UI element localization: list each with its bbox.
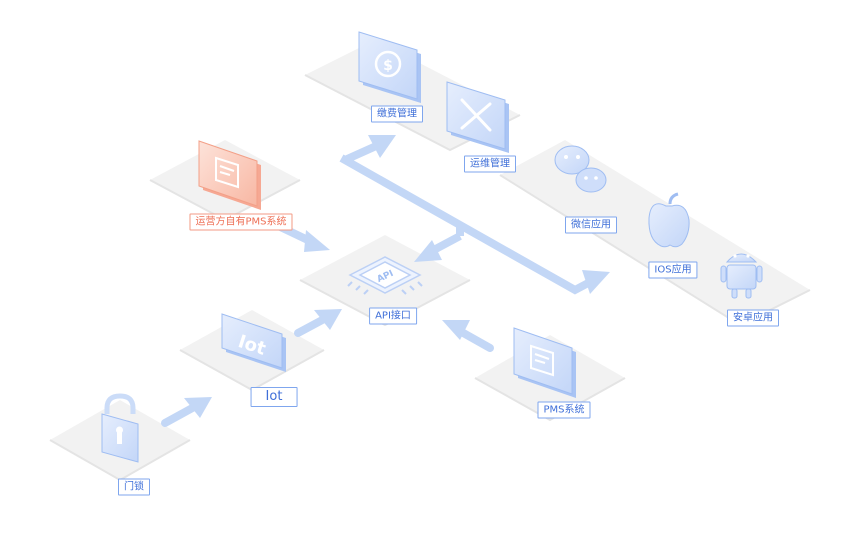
label-billing: 缴费管理 [371, 105, 423, 123]
pms-icon [513, 327, 576, 398]
billing-icon: $ [358, 31, 421, 103]
android-icon [720, 253, 763, 299]
arrow-iot-to-api [294, 309, 342, 337]
label-pms: PMS系统 [537, 401, 591, 419]
label-iot: Iot [250, 387, 298, 407]
label-api: API接口 [369, 307, 417, 325]
api-chip-icon: API [347, 256, 423, 295]
apple-icon [648, 192, 690, 248]
arrow-api-to-services [339, 135, 610, 295]
svg-text:$: $ [383, 58, 393, 74]
wrench-icon [446, 81, 509, 153]
label-maintenance: 运维管理 [464, 155, 516, 173]
wechat-icon [554, 145, 607, 193]
operator-pms-icon [198, 140, 261, 210]
lock-icon [101, 393, 139, 463]
arrow-lock-to-iot [161, 397, 212, 427]
label-operator-pms: 运营方自有PMS系统 [189, 213, 293, 231]
iot-icon: Iot [221, 313, 286, 372]
label-door-lock: 门锁 [118, 478, 150, 496]
label-wechat: 微信应用 [565, 216, 617, 234]
label-ios: IOS应用 [648, 261, 698, 279]
label-android: 安卓应用 [727, 309, 779, 327]
arrow-pms-to-api [442, 320, 494, 352]
